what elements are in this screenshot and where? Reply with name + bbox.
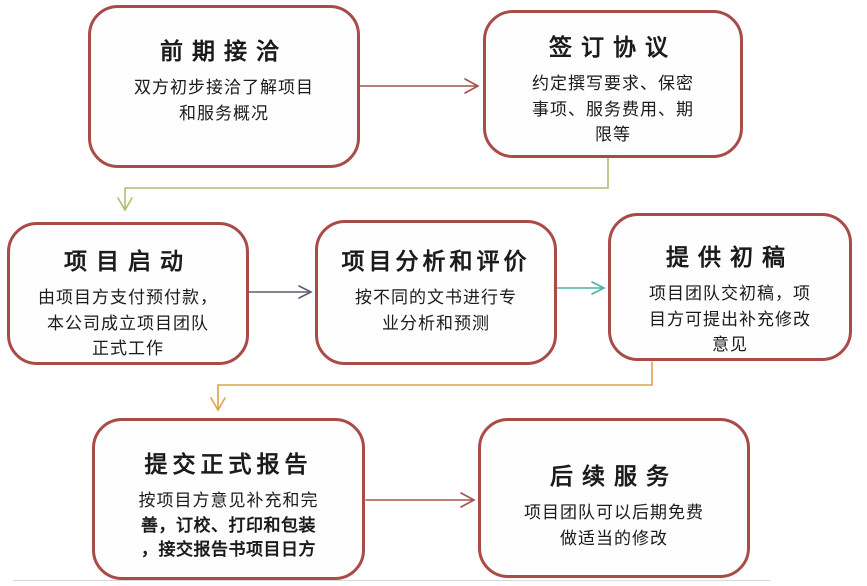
node-final-report-title: 提交正式报告 [144, 452, 313, 478]
node-analysis-evaluation-title: 项目分析和评价 [341, 249, 531, 275]
node-follow-up-title: 后续服务 [550, 464, 678, 490]
node-first-draft: 提供初稿 项目团队交初稿，项 目方可提出补充修改 意见 [608, 213, 852, 361]
connector-draft-to-report [210, 361, 653, 412]
connector-analysis-to-draft [556, 281, 606, 295]
node-final-report-body-rest: 善，订校、打印和包装 ，接交报告书项目日方 [141, 515, 316, 561]
node-sign-agreement-body: 约定撰写要求、保密 事项、服务费用、期 限等 [532, 74, 694, 145]
node-analysis-evaluation: 项目分析和评价 按不同的文书进行专 业分析和预测 [315, 220, 557, 365]
node-project-launch-title: 项目启动 [64, 249, 192, 275]
connector-launch-to-analysis [248, 285, 313, 299]
node-initial-contact: 前期接洽 双方初步接洽了解项目 和服务概况 [88, 5, 360, 168]
node-project-launch: 项目启动 由项目方支付预付款， 本公司成立项目团队 正式工作 [7, 222, 249, 365]
node-sign-agreement: 签订协议 约定撰写要求、保密 事项、服务费用、期 限等 [483, 10, 743, 158]
node-final-report-body-line1: 按项目方意见补充和完 [138, 491, 319, 511]
node-sign-agreement-title: 签订协议 [549, 35, 677, 61]
connector-report-to-followup [365, 492, 476, 508]
bottom-rule-line [13, 580, 770, 581]
node-analysis-evaluation-body: 按不同的文书进行专 业分析和预测 [355, 288, 517, 334]
node-initial-contact-title: 前期接洽 [160, 39, 288, 65]
node-follow-up: 后续服务 项目团队可以后期免费 做适当的修改 [478, 418, 750, 578]
connector-initial-to-sign [359, 78, 480, 94]
node-first-draft-body: 项目团队交初稿，项 目方可提出补充修改 意见 [649, 284, 811, 355]
node-final-report: 提交正式报告 按项目方意见补充和完 善，订校、打印和包装 ，接交报告书项目日方 [92, 418, 365, 580]
node-initial-contact-body: 双方初步接洽了解项目 和服务概况 [134, 78, 314, 124]
node-follow-up-body: 项目团队可以后期免费 做适当的修改 [524, 503, 704, 549]
node-project-launch-body: 由项目方支付预付款， 本公司成立项目团队 正式工作 [38, 288, 218, 359]
node-first-draft-title: 提供初稿 [666, 245, 794, 271]
